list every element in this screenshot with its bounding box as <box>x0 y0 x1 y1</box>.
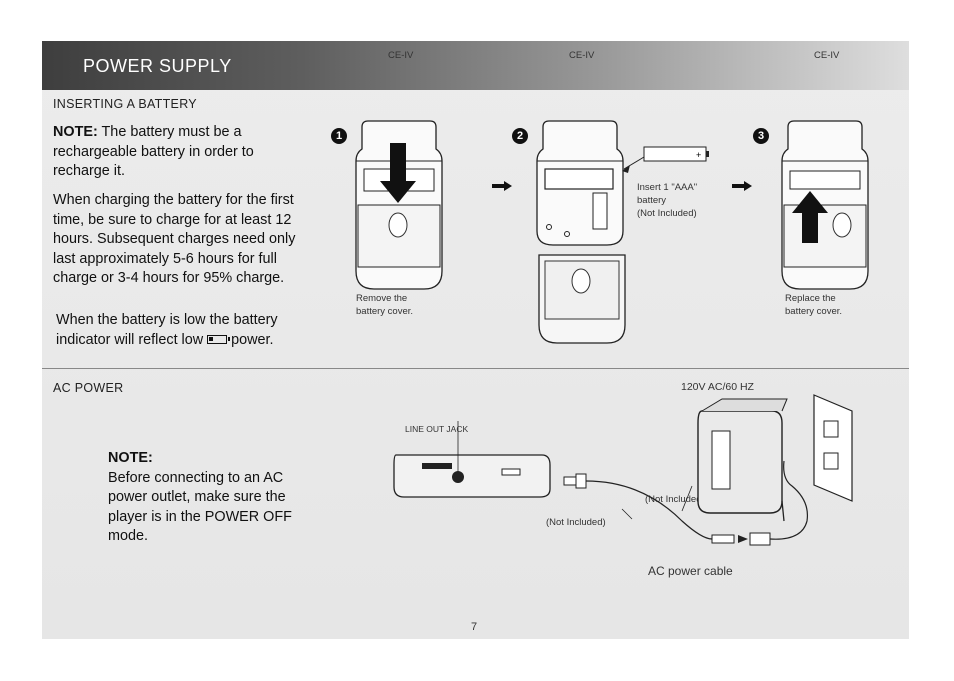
page-title: POWER SUPPLY <box>83 56 232 76</box>
step-3-caption-line-2: battery cover. <box>785 306 843 317</box>
step-number-3: 3 <box>753 128 769 144</box>
not-included-label-1: (Not Included) <box>645 494 705 505</box>
step-1-caption-line-1: Remove the <box>356 293 408 304</box>
charging-instructions: When charging the battery for the first … <box>53 192 296 286</box>
device-step-1-illustration <box>355 120 443 290</box>
section-divider <box>42 368 909 369</box>
manual-page: POWER SUPPLY INSERTING A BATTERY NOTE: T… <box>42 41 909 639</box>
arrow-right-icon <box>492 181 512 191</box>
device-step-3-illustration <box>781 120 869 290</box>
ac-note-text: Before connecting to an AC power outlet,… <box>108 469 292 545</box>
low-battery-text-end: power. <box>231 331 274 348</box>
arrow-right-icon <box>732 181 752 191</box>
device-label-3: CE-IV <box>814 50 840 61</box>
ac-power-cable-label: AC power cable <box>648 564 733 578</box>
battery-section-heading: INSERTING A BATTERY <box>53 97 197 111</box>
outlet-voltage-label: 120V AC/60 HZ <box>681 381 754 393</box>
step-3-caption-line-1: Replace the <box>785 293 836 304</box>
line-out-jack-label: LINE OUT JACK <box>405 424 469 434</box>
battery-note-label: NOTE: <box>53 124 98 140</box>
step-2-caption-line-2: battery <box>637 195 667 206</box>
step-number-1: 1 <box>331 128 347 144</box>
battery-cover-illustration <box>538 254 626 344</box>
ac-note: NOTE: Before connecting to an AC power o… <box>108 449 313 547</box>
step-2-caption-line-1: Insert 1 "AAA" <box>637 182 698 193</box>
step-2-caption-line-3: (Not Included) <box>637 208 697 219</box>
low-battery-text: When the battery is low the battery indi… <box>56 312 278 348</box>
ac-section-heading: AC POWER <box>53 381 124 395</box>
battery-note-text: The battery must be a rechargeable batte… <box>53 124 254 179</box>
low-battery-note: When the battery is low the battery indi… <box>56 311 311 350</box>
page-number: 7 <box>471 621 478 633</box>
battery-note: NOTE: The battery must be a rechargeable… <box>53 123 293 182</box>
ac-power-illustration <box>393 394 853 546</box>
device-label-2: CE-IV <box>569 50 595 61</box>
step-number-2: 2 <box>512 128 528 144</box>
device-label-1: CE-IV <box>388 50 414 61</box>
header-bar: POWER SUPPLY <box>42 41 909 90</box>
battery-low-icon <box>207 335 231 345</box>
aaa-battery-icon: + <box>622 146 709 173</box>
device-step-2-illustration <box>536 120 624 246</box>
ac-note-label: NOTE: <box>108 450 153 466</box>
step-1-caption-line-2: battery cover. <box>356 306 414 317</box>
svg-text:+: + <box>696 150 701 160</box>
not-included-label-2: (Not Included) <box>546 517 606 528</box>
